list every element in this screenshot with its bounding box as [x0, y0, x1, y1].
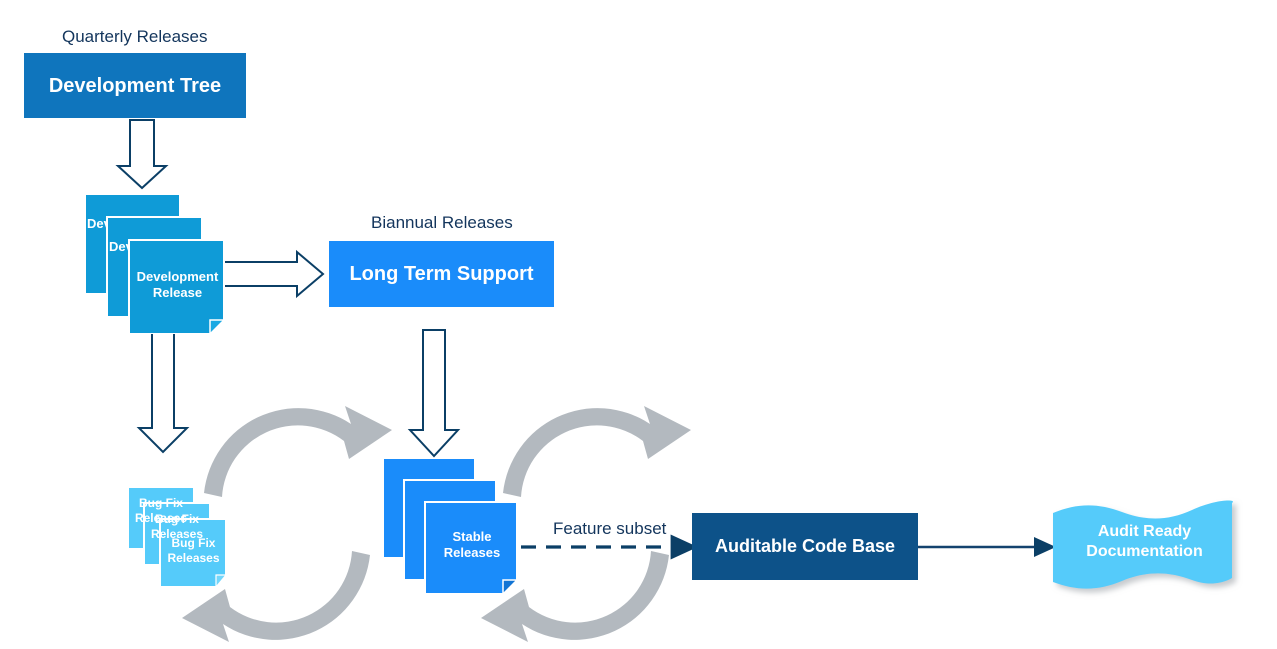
stack-development-release[interactable]: Development Release Development Release … — [84, 193, 235, 336]
stack-bug-fix-releases-back-label-1: Bug Fix Releases — [134, 496, 188, 525]
node-auditable-code-base[interactable]: Auditable Code Base — [692, 513, 918, 580]
stack-development-release-back-label-2: Development Release — [109, 239, 129, 255]
node-development-tree[interactable]: Development Tree — [24, 53, 246, 118]
node-audit-ready-documentation-label: Audit Ready Documentation — [1086, 523, 1203, 560]
stack-bug-fix-releases[interactable]: Bug Fix Releases Bug Fix Releases Bug Fi… — [127, 486, 238, 589]
connector-lts-to-stable — [407, 329, 461, 458]
connector-development-release-to-bugfix — [136, 331, 190, 454]
stable-releases-cards — [382, 457, 519, 596]
stack-stable-releases[interactable]: Stable Releases — [382, 457, 523, 596]
caption-biannual-releases: Biannual Releases — [371, 213, 513, 232]
stack-development-release-back-label-1: Development Release — [87, 216, 107, 232]
node-long-term-support[interactable]: Long Term Support — [329, 241, 554, 307]
connector-tree-to-development-release — [115, 119, 169, 190]
development-release-cards — [84, 193, 226, 336]
edge-label-feature-subset: Feature subset — [553, 519, 667, 538]
stack-bug-fix-releases-back-label-2: Bug Fix Releases — [150, 512, 204, 541]
caption-quarterly-releases: Quarterly Releases — [62, 27, 208, 46]
bug-fix-releases-cards — [127, 486, 228, 589]
